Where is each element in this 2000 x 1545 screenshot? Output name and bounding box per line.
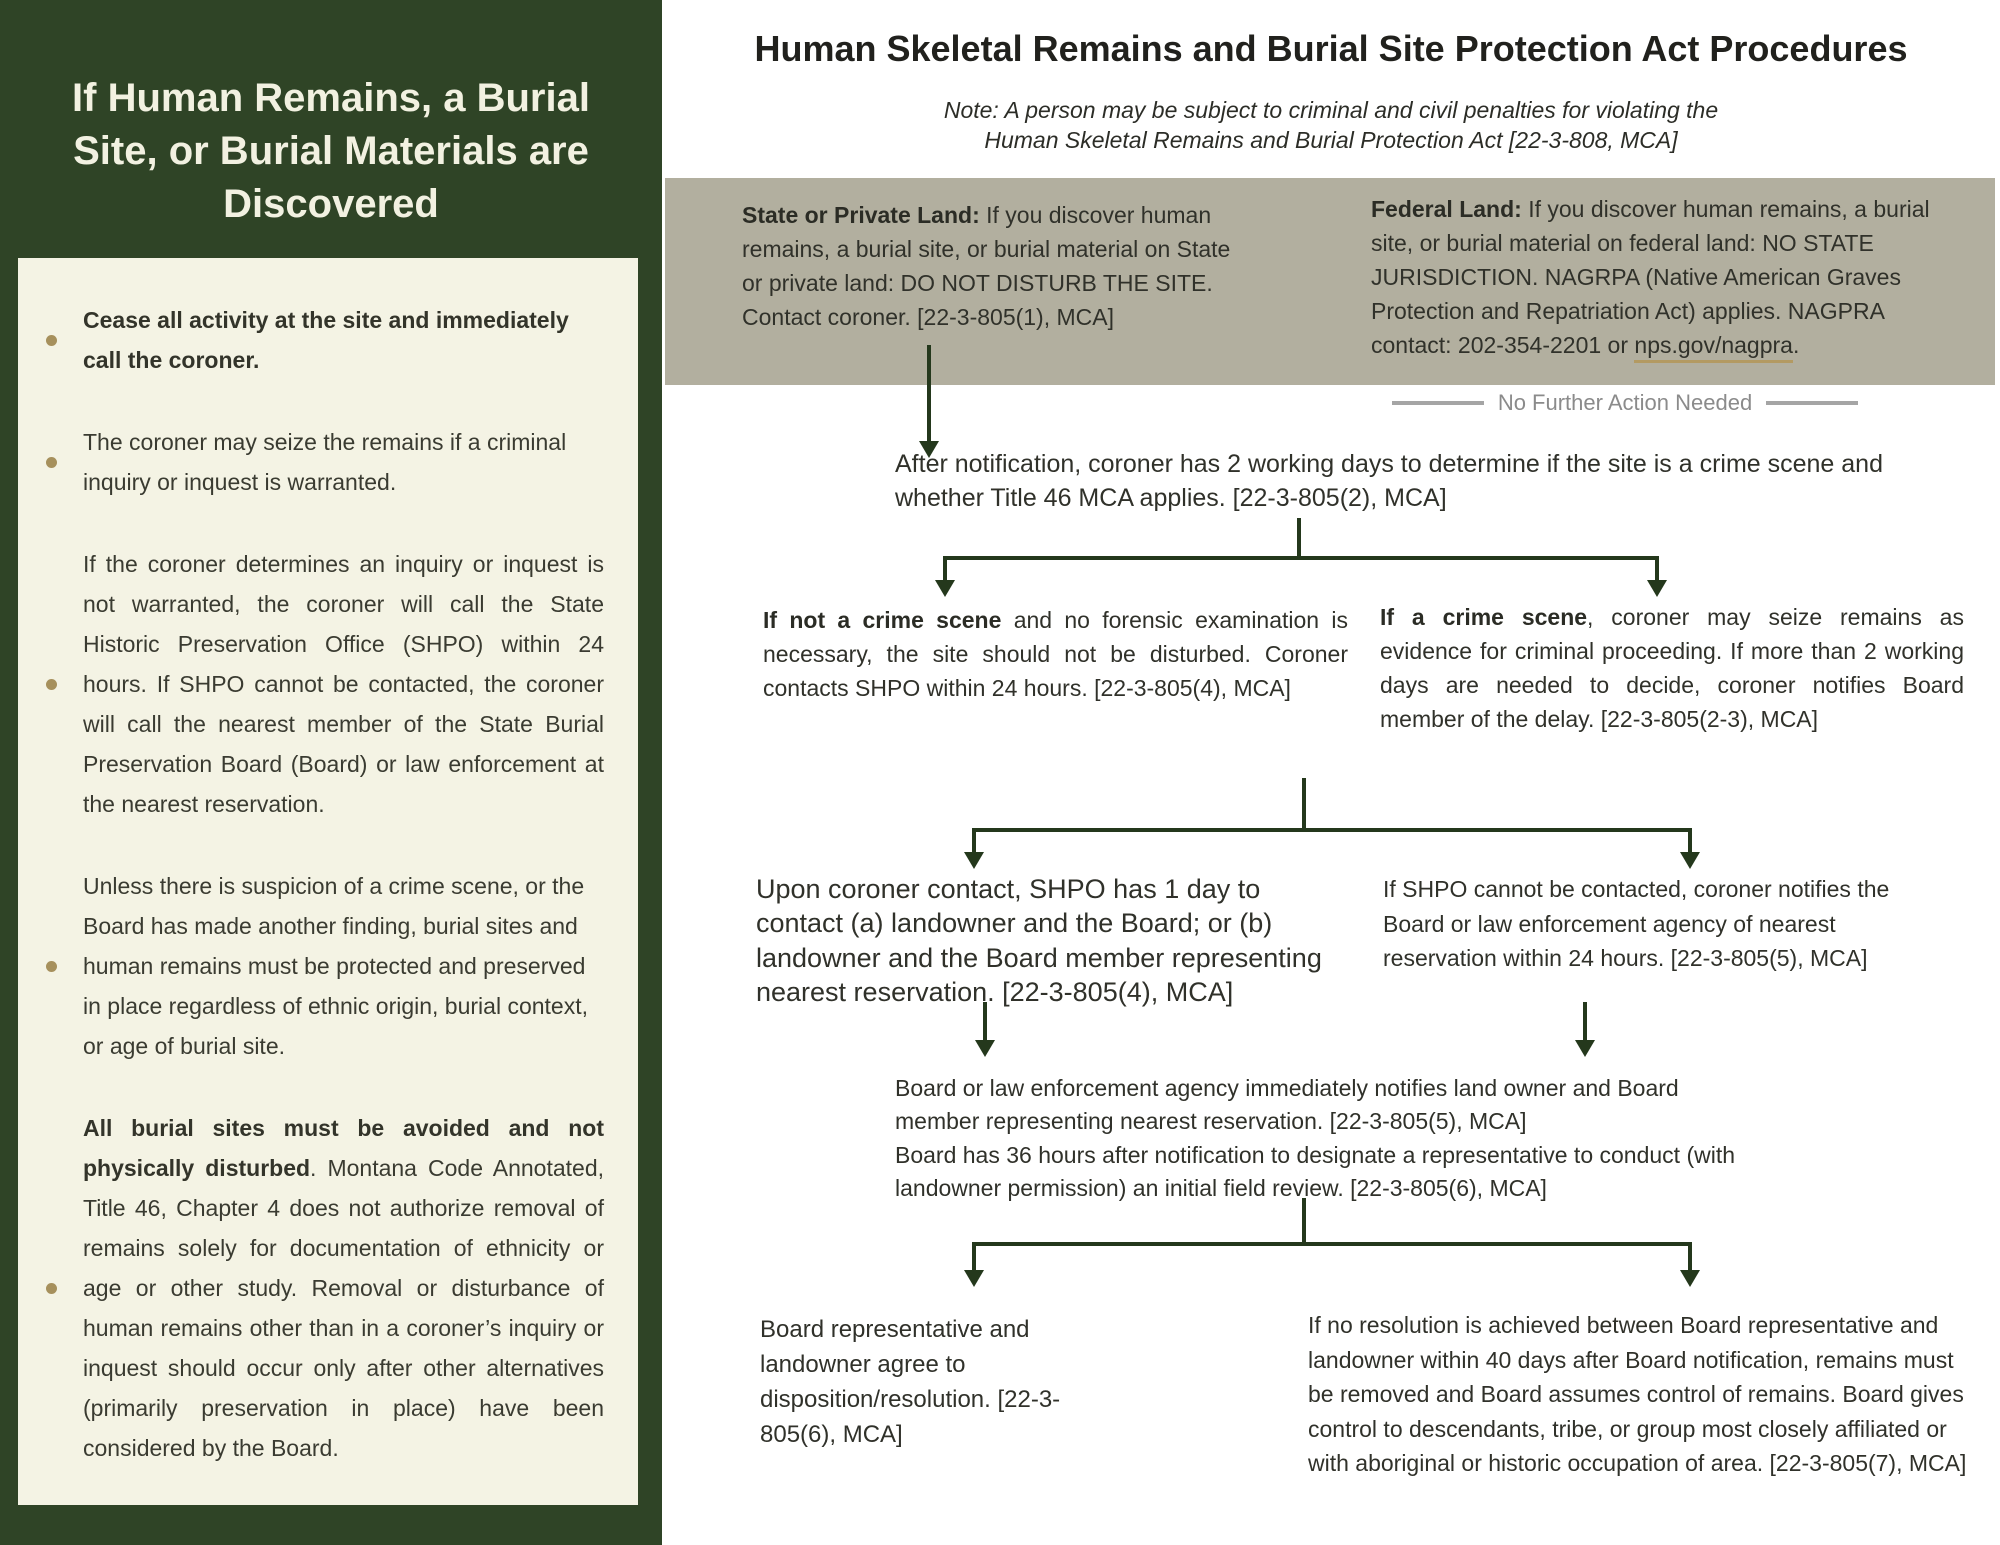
bullet-dot-icon <box>46 456 57 468</box>
flow-step-not-crime-scene: If not a crime scene and no forensic exa… <box>763 607 1349 702</box>
arrow-head-icon <box>1647 580 1667 597</box>
connector-stem <box>1297 518 1301 560</box>
list-item: If the coroner determines an inquiry or … <box>46 544 604 824</box>
board-notifies-line: Board or law enforcement agency immediat… <box>895 1075 1679 1135</box>
list-item: Cease all activity at the site and immed… <box>46 300 604 380</box>
bullet-text: Unless there is suspicion of a crime sce… <box>83 873 589 1060</box>
connector-drop <box>1688 1242 1692 1272</box>
bullet-text: If the coroner determines an inquiry or … <box>83 551 604 818</box>
arrow-head-icon <box>1680 1270 1700 1287</box>
list-item: Unless there is suspicion of a crime sce… <box>46 866 604 1066</box>
list-item: The coroner may seize the remains if a c… <box>46 422 604 502</box>
connector-bar <box>945 556 1659 560</box>
connector-drop <box>1688 828 1692 854</box>
arrow-head-icon <box>1680 852 1700 869</box>
flow-step-notification: After notification, coroner has 2 workin… <box>895 450 1883 512</box>
connector-drop <box>972 1242 976 1272</box>
divider-line-left <box>1391 401 1484 405</box>
no-further-action-text: No Further Action Needed <box>1497 390 1753 415</box>
connector-bar <box>974 828 1692 832</box>
arrow-head-icon <box>964 852 984 869</box>
sidebar: If Human Remains, a Burial Site, or Buri… <box>0 0 662 1545</box>
bullet-list: Cease all activity at the site and immed… <box>18 258 638 1530</box>
bullet-dot-icon <box>46 678 57 690</box>
connector-drop <box>972 828 976 854</box>
bullet-dot-icon <box>46 1282 57 1294</box>
arrow-head-icon <box>919 441 939 458</box>
bullet-text: Cease all activity at the site and immed… <box>83 307 569 374</box>
connector-stem <box>1583 1002 1587 1042</box>
arrow-head-icon <box>935 580 955 597</box>
no-further-action-label: No Further Action Needed <box>1390 390 1860 416</box>
state-private-land-cell: State or Private Land: If you discover h… <box>742 202 1231 331</box>
flow-step-crime-scene: If a crime scene, coroner may seize rema… <box>1380 604 1964 733</box>
note-text: Human Skeletal Remains and Burial Protec… <box>984 127 1678 153</box>
sidebar-panel: Cease all activity at the site and immed… <box>18 258 638 1505</box>
nagpra-link[interactable]: nps.gov/nagpra <box>1634 332 1793 364</box>
flow-step-agree: Board representative and landowner agree… <box>760 1316 1061 1449</box>
connector-stem <box>1302 778 1306 832</box>
flow-step-shpo-contact: Upon coroner contact, SHPO has 1 day to … <box>756 874 1322 1007</box>
divider-line-right <box>1766 401 1859 405</box>
page-title: Human Skeletal Remains and Burial Site P… <box>754 28 1908 69</box>
connector-drop <box>1655 556 1659 582</box>
bullet-dot-icon <box>46 960 57 972</box>
list-item: All burial sites must be avoided and not… <box>46 1108 604 1468</box>
flow-step-shpo-no-contact: If SHPO cannot be contacted, coroner not… <box>1383 876 1890 971</box>
board-notifies-line: Board has 36 hours after notification to… <box>895 1141 1736 1202</box>
connector-stem <box>927 345 931 443</box>
federal-land-cell: Federal Land: If you discover human rema… <box>1371 192 1965 364</box>
land-type-band: State or Private Land: If you discover h… <box>665 178 1995 385</box>
arrow-head-icon <box>1575 1040 1595 1057</box>
connector-stem <box>1302 1198 1306 1246</box>
connector-bar <box>974 1242 1692 1246</box>
sidebar-title: If Human Remains, a Burial Site, or Buri… <box>72 76 590 226</box>
bullet-text: The coroner may seize the remains if a c… <box>83 429 567 496</box>
flow-step-no-resolution: If no resolution is achieved between Boa… <box>1308 1312 1967 1476</box>
note-text: Note: A person may be subject to crimina… <box>943 97 1719 123</box>
connector-drop <box>943 556 947 582</box>
connector-stem <box>983 1002 987 1042</box>
arrow-head-icon <box>964 1270 984 1287</box>
arrow-head-icon <box>975 1040 995 1057</box>
bullet-dot-icon <box>46 334 57 346</box>
flow-step-board-notifies: Board or law enforcement agency immediat… <box>895 1072 1735 1205</box>
bullet-text: All burial sites must be avoided and not… <box>83 1115 604 1462</box>
